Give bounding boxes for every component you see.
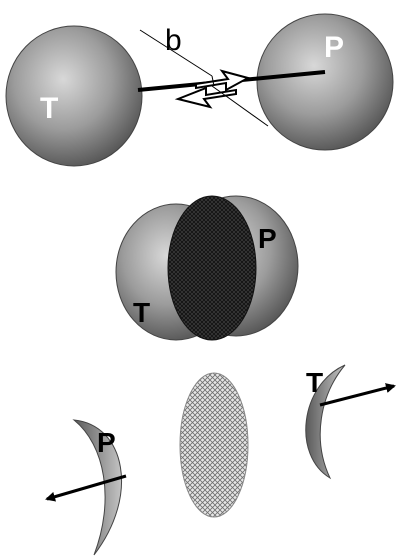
impact-parameter-label: b [165,24,182,57]
target-label: T [40,92,58,125]
fragments-panel: T P [47,365,394,555]
approach-panel: T P b [6,14,393,166]
overlap-target-label: T [133,297,150,328]
projectile-nucleus: P [257,14,393,150]
fragment-projectile-label: P [97,427,116,458]
participant-zone [168,196,256,340]
arrow-right-icon [196,71,248,90]
fragment-target-label: T [306,367,323,398]
target-nucleus: T [6,26,142,166]
projectile-label: P [324,31,344,64]
overlap-projectile-label: P [258,223,277,254]
overlap-panel: P T [116,196,298,340]
target-motion-arrow [320,386,394,405]
fireball-zone [180,373,248,517]
